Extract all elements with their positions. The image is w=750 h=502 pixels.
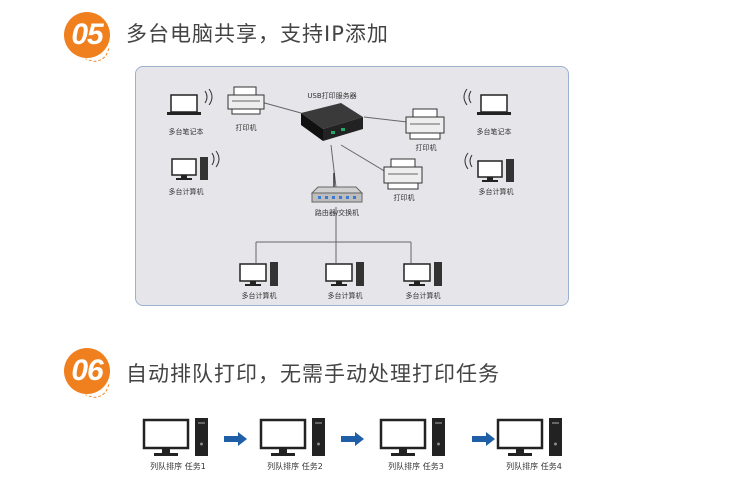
section-05-badge: 05 — [64, 12, 110, 58]
queue-label-2: 列队排序 任务2 — [267, 462, 323, 471]
laptop-right-icon — [463, 88, 511, 115]
printer-top-left-icon — [227, 86, 265, 115]
router-switch-icon — [310, 173, 364, 203]
network-diagram-graphics — [167, 86, 514, 286]
pc-left-icon — [171, 150, 220, 180]
section-05-title: 多台电脑共享，支持IP添加 — [126, 22, 389, 46]
pc-bottom-3-icon — [403, 262, 442, 286]
queue-arrow-1-icon — [224, 432, 247, 446]
printer-middle-icon — [383, 158, 423, 190]
queue-arrow-3-icon — [472, 432, 495, 446]
queue-label-1: 列队排序 任务1 — [150, 462, 206, 471]
laptop-left-label: 多台笔记本 — [168, 128, 204, 136]
connection-lines — [255, 101, 417, 263]
queue-pc-4-icon — [496, 418, 562, 456]
router-label: 路由器/交换机 — [314, 209, 360, 217]
section-06-badge: 06 — [64, 348, 110, 394]
section-06-number: 06 — [71, 354, 103, 387]
pc-bottom-1-label: 多台计算机 — [241, 292, 277, 300]
laptop-left-icon — [167, 88, 213, 115]
laptop-right-label: 多台笔记本 — [476, 128, 512, 136]
pc-bottom-2-icon — [325, 262, 364, 286]
pc-bottom-3-label: 多台计算机 — [405, 292, 441, 300]
network-diagram-panel: USB打印服务器 多台笔记本 打印机 打印机 多台笔记本 多台计算机 打印机 多… — [135, 66, 569, 306]
usb-print-server-icon — [301, 103, 363, 141]
printer-mid-label: 打印机 — [393, 194, 415, 202]
queue-label-3: 列队排序 任务3 — [388, 462, 444, 471]
queue-arrow-2-icon — [341, 432, 364, 446]
section-06-title: 自动排队打印，无需手动处理打印任务 — [126, 362, 500, 386]
queue-pc-2-icon — [259, 418, 325, 456]
printer-top-right-label: 打印机 — [415, 144, 437, 152]
pc-right-label: 多台计算机 — [478, 188, 514, 196]
pc-left-label: 多台计算机 — [168, 188, 204, 196]
section-05-number: 05 — [71, 18, 103, 51]
pc-right-icon — [464, 152, 514, 182]
server-label: USB打印服务器 — [307, 92, 357, 100]
queue-label-4: 列队排序 任务4 — [506, 462, 562, 471]
queue-pc-1-icon — [142, 418, 208, 456]
printer-top-left-label: 打印机 — [235, 124, 257, 132]
pc-bottom-2-label: 多台计算机 — [327, 292, 363, 300]
printer-top-right-icon — [405, 108, 445, 140]
pc-bottom-1-icon — [239, 262, 278, 286]
queue-pc-3-icon — [379, 418, 445, 456]
